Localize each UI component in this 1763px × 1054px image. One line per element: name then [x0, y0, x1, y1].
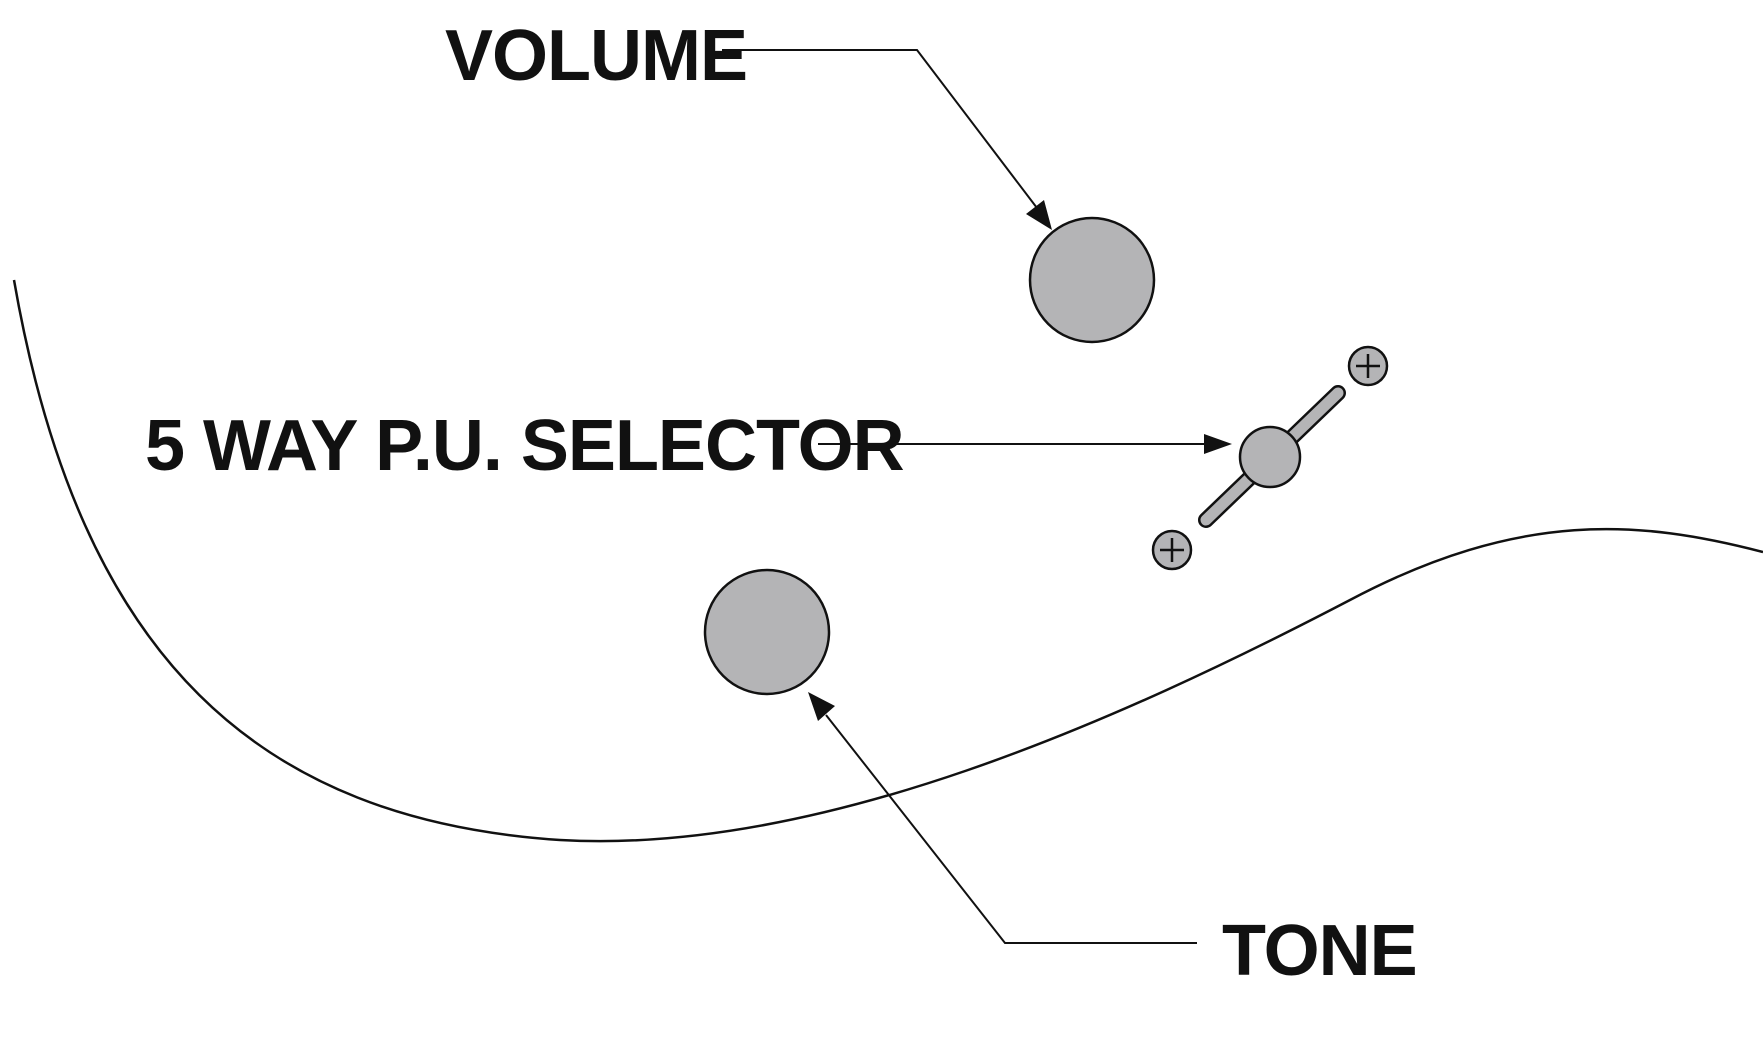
volume-knob[interactable]	[1028, 216, 1156, 344]
tone-leader	[825, 714, 1197, 944]
selector-label: 5 WAY P.U. SELECTOR	[145, 406, 904, 486]
selector-screw-bottom	[1151, 529, 1193, 571]
selector-switch-tip[interactable]	[1238, 425, 1302, 489]
tone-knob[interactable]	[703, 568, 831, 696]
volume-arrowhead	[1026, 200, 1052, 230]
tone-arrowhead	[808, 692, 835, 721]
selector-arrowhead	[1204, 434, 1232, 454]
volume-leader	[722, 49, 1038, 209]
body-outline	[12, 279, 1763, 843]
selector-screw-top	[1347, 345, 1389, 387]
volume-label: VOLUME	[445, 16, 747, 96]
pickup-selector-switch[interactable]	[1198, 385, 1346, 528]
tone-label: TONE	[1222, 911, 1417, 991]
